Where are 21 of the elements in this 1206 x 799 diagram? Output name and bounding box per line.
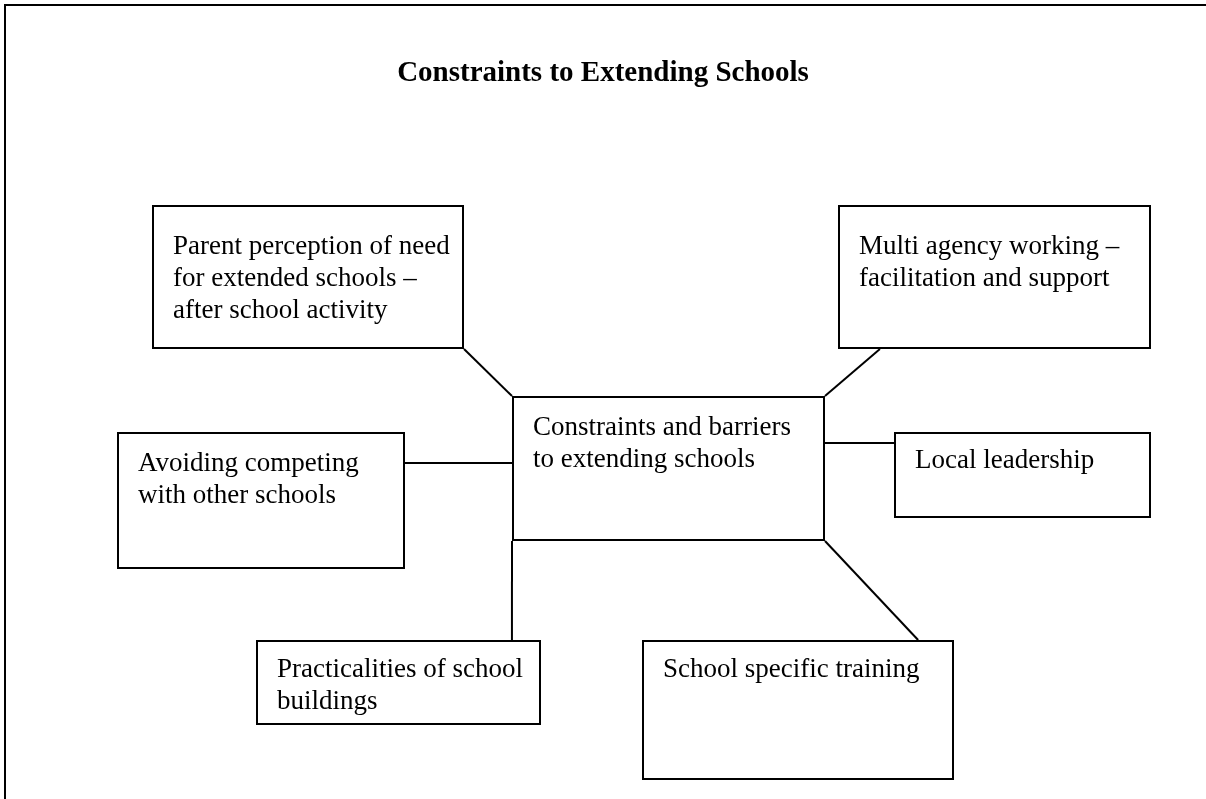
node-text: School specific training	[663, 652, 921, 684]
node-text: Constraints and barriers to extending schools	[533, 410, 792, 474]
node-text: Local leadership	[915, 443, 1096, 475]
text-box	[838, 205, 1151, 349]
text-box	[117, 432, 405, 569]
text-box	[256, 640, 541, 725]
node-text: Parent perception of need for extended schools – after school activity	[173, 229, 451, 325]
connector-line	[463, 348, 513, 397]
text-box	[512, 396, 825, 541]
connector-line	[510, 540, 513, 641]
node-text: Multi agency working – facilitation and support	[859, 229, 1121, 293]
connector-line	[404, 461, 513, 464]
text-box	[894, 432, 1151, 518]
connector-line	[824, 348, 881, 397]
node-text: Practicalities of school buildings	[277, 652, 524, 716]
text-box	[152, 205, 464, 349]
node-text: Avoiding competing with other schools	[138, 446, 360, 510]
connector-line	[824, 540, 920, 641]
diagram-title: Constraints to Extending Schools	[396, 55, 810, 88]
text-box	[642, 640, 954, 780]
connector-line	[824, 442, 895, 444]
